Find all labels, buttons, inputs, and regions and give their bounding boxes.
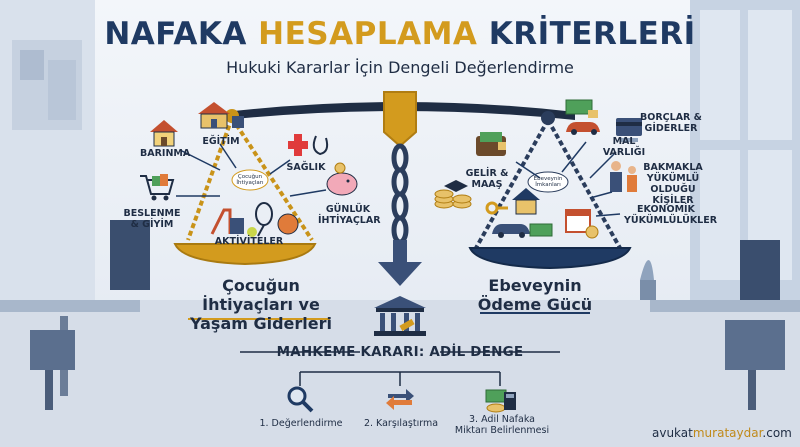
- page-title: NAFAKA HESAPLAMA KRİTERLERİ: [0, 14, 800, 54]
- label-beslenme: BESLENME & GİYİM: [123, 208, 181, 230]
- shopping-cart-icon: [140, 174, 175, 201]
- label-mal: MAL VARLIĞI: [602, 136, 646, 158]
- footer-brand: murataydar: [692, 426, 763, 440]
- right-pan: [468, 247, 632, 270]
- footer-prefix: avukat: [652, 426, 693, 440]
- left-icons: [140, 102, 358, 237]
- left-pan-title: Çocuğun İhtiyaçları ve Yaşam Giderleri: [190, 276, 332, 333]
- assets-icon: [565, 99, 600, 135]
- step-1-label: 1. Değerlendirme: [259, 418, 343, 429]
- arrow-down-icon: [378, 262, 422, 286]
- label-gelir: GELİR & MAAŞ: [465, 168, 509, 190]
- footer-website: avukatmurataydar.com: [652, 426, 792, 440]
- piggy-bank-icon: [326, 162, 358, 196]
- money-icon: [529, 223, 553, 237]
- right-icons: [434, 99, 642, 239]
- step-3-label: 3. Adil Nafaka Miktarı Belirlenmesi: [454, 414, 550, 436]
- label-ekonomik: EKONOMİK YÜKÜMLÜLÜKLER: [624, 204, 718, 226]
- label-aktiviteler: AKTİVİTELER: [214, 236, 284, 247]
- coins-icon: [434, 180, 472, 209]
- arrow-shaft: [393, 240, 407, 266]
- title-word-2: HESAPLAMA: [258, 16, 478, 52]
- footer-suffix: .com: [762, 426, 792, 440]
- wallet-icon: [476, 132, 506, 156]
- magnifier-icon: [287, 386, 314, 413]
- title-word-3: KRİTERLERİ: [488, 16, 696, 52]
- right-pan-title: Ebeveynin Ödeme Gücü: [477, 276, 593, 314]
- title-word-1: NAFAKA: [104, 16, 247, 52]
- family-icon: [610, 161, 637, 192]
- page-subtitle: Hukuki Kararlar İçin Dengeli Değerlendir…: [226, 58, 574, 77]
- central-chain: [391, 143, 409, 245]
- money-calculator-icon: [485, 389, 516, 413]
- car-icon: [492, 224, 530, 238]
- calendar-icon: [565, 209, 599, 239]
- label-borclar: BORÇLAR & GİDERLER: [640, 112, 702, 134]
- house-icon: [150, 120, 178, 147]
- scale-pivot: [383, 91, 417, 148]
- left-pan-center-label: Çocuğun İhtiyaçları: [236, 174, 264, 186]
- health-icon: [288, 134, 329, 156]
- school-icon: [198, 102, 244, 129]
- label-bakmakla: BAKMAKLA YÜKÜMLÜ OLDUĞU KİŞİLER: [643, 162, 703, 206]
- right-pan-center-label: Ebeveynin İmkanları: [533, 176, 563, 188]
- sports-icon: [210, 202, 299, 237]
- label-gunluk: GÜNLÜK İHTİYAÇLAR: [318, 204, 381, 226]
- courthouse-icon: [374, 296, 426, 336]
- label-saglik: SAĞLIK: [286, 162, 326, 173]
- label-egitim: EĞİTİM: [202, 136, 240, 147]
- label-barinma: BARINMA: [140, 148, 191, 159]
- decision-title: MAHKEME KARARI: ADİL DENGE: [276, 344, 524, 360]
- step-2-label: 2. Karşılaştırma: [363, 418, 439, 429]
- credit-card-icon: [616, 118, 642, 142]
- compare-arrows-icon: [386, 389, 414, 410]
- left-pan: [173, 243, 317, 266]
- house-key-icon: [485, 188, 540, 215]
